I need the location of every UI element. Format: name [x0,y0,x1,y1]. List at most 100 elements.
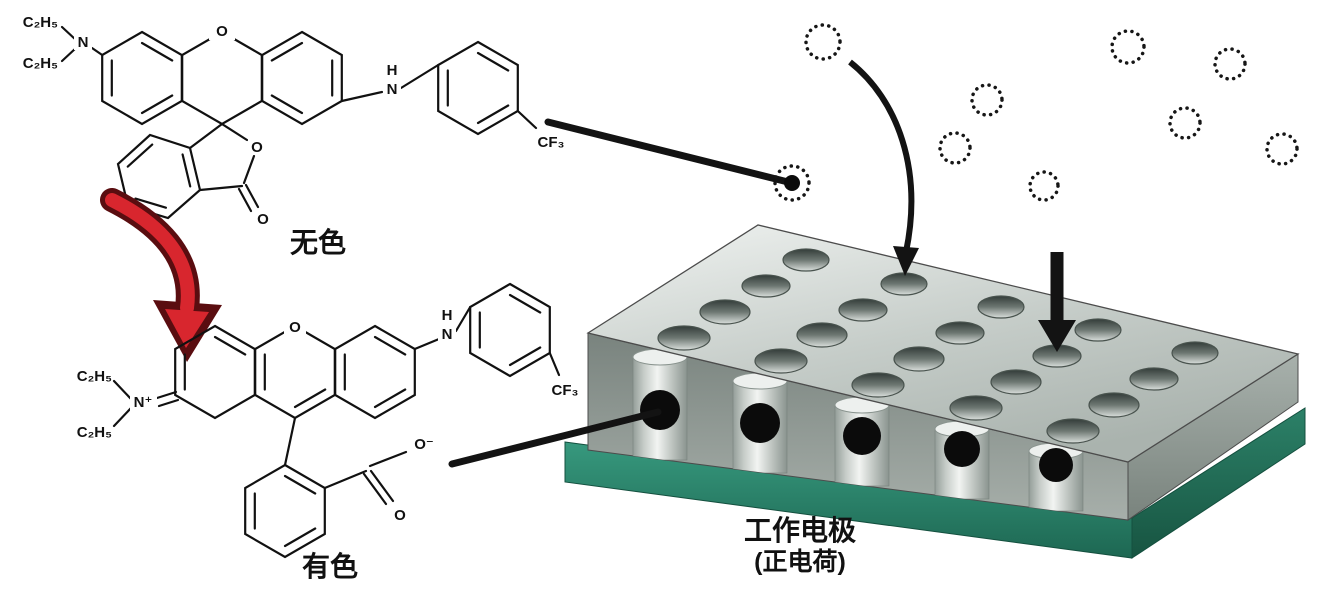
label-amine-n: N [78,34,89,51]
label-cf3: CF₃ [552,382,579,399]
open-form-labels: N⁺ C₂H₅ C₂H₅ O H N CF₃ O⁻ O 有色 [77,307,579,582]
closed-form-labels: N C₂H₅ C₂H₅ O H N CF₃ O O 无色 [23,14,565,258]
molecule-dotted-circle [1265,132,1299,166]
electrode-slab [586,224,1300,521]
label-ethyl-top: C₂H₅ [77,368,112,385]
pore-hole [657,325,711,351]
adsorbed-molecule-dot [1039,448,1073,482]
molecule-dotted-circle [1168,106,1202,140]
xanthene-middle-ring [254,324,336,420]
aniline-ring [469,282,551,378]
curved-arrow-shaft [848,59,915,253]
label-iminium-n: N⁺ [134,394,153,411]
open-form-caption: 有色 [302,550,358,582]
molecule-core-dot [784,175,800,191]
pore-hole [1074,318,1122,342]
label-nh-n: N [387,81,398,98]
pointer-closed-form [544,118,811,202]
aniline-ring [437,40,519,136]
molecule-dotted-circle [1110,29,1146,65]
iminium-double-bond [155,390,180,408]
label-ethyl-bottom: C₂H₅ [23,55,58,72]
pore-hole [893,346,945,372]
label-cf3: CF₃ [538,134,565,151]
xanthene-left-ring [101,30,183,126]
open-form-structure: N⁺ C₂H₅ C₂H₅ O H N CF₃ O⁻ O 有色 [77,282,579,582]
pore-hole [1088,392,1140,418]
pore-hole [851,372,905,398]
electrode-illustration: 工作电极 (正电荷) [448,23,1306,576]
xanthene-middle-ring [181,30,263,126]
pore-hole [699,299,751,325]
diethylamino-bonds [112,379,133,428]
pore-hole [796,322,848,348]
pore-hole [754,348,808,374]
pore-hole [1171,341,1219,365]
electrode-caption-line1: 工作电极 [744,515,856,546]
molecule-dotted-circle [1213,47,1247,81]
molecule-dotted-circle [938,131,972,165]
molecule-entry-curved-arrow [848,59,919,276]
adsorbed-molecules [640,390,1073,482]
pore-hole [1129,367,1179,391]
cf3-bond [516,109,538,130]
pore-hole [880,272,928,296]
nh-bridge-bonds [413,305,472,351]
pore-holes [657,248,1219,444]
xanthene-right-ring [261,30,343,126]
label-nh-h: H [442,307,453,324]
phthalide-inner-bonds [126,143,192,209]
pore-hole [741,274,791,298]
label-nh-n: N [442,326,453,343]
molecule-dotted-circle [773,164,811,202]
label-nh-h: H [387,62,398,79]
base-right-face [1131,407,1306,559]
lactone-ring-bonds [188,122,256,192]
aniline-inner-bonds [478,293,542,367]
transform-arrow-shaft [105,193,195,315]
nh-bridge-bonds [340,63,440,103]
floating-molecules [804,23,1299,202]
pore-hole [782,248,830,272]
xanthene-right-ring [334,324,416,420]
carboxylate-bonds [323,450,408,506]
pore-hole [935,321,985,345]
pointer-line [544,118,796,187]
closed-form-caption: 无色 [290,226,346,258]
aromatic-inner-bonds [110,41,334,115]
pore-hole [838,298,888,322]
pointer-open-form [448,408,662,468]
phenyl-link-bond [283,416,297,467]
label-ethyl-top: C₂H₅ [23,14,58,31]
adsorbed-molecule-dot [740,403,780,443]
label-xanthene-o: O [216,23,228,40]
label-ethyl-bottom: C₂H₅ [77,424,112,441]
label-carboxylate-o: O [394,507,406,524]
aniline-inner-bonds [446,51,510,125]
phenyl-inner-bonds [253,474,317,548]
curved-arrow-head [893,246,919,276]
carboxyphenyl-ring [244,463,326,559]
cf3-bond [548,351,561,377]
closed-form-structure: N C₂H₅ C₂H₅ O H N CF₃ O O 无色 [23,14,565,258]
straight-arrow-head [1038,320,1076,352]
molecule-dotted-circle [804,23,842,61]
molecule-entry-straight-arrow [1038,252,1076,352]
pore-hole [990,369,1042,395]
diethylamino-bonds [60,25,104,63]
pore-hole [949,395,1003,421]
electrode-caption-line2: (正电荷) [754,548,846,576]
adsorbed-molecule-dot [843,417,881,455]
label-carbonyl-o: O [257,211,269,228]
molecule-dotted-circle [1028,170,1060,202]
transform-arrow-head [165,309,209,348]
transform-arrow [100,188,222,362]
molecule-dotted-circle [970,83,1004,117]
adsorbed-molecule-dot [944,431,980,467]
pore-hole [1046,418,1100,444]
carbonyl-double-bond [237,183,260,213]
label-lactone-o: O [251,139,263,156]
label-xanthene-o: O [289,319,301,336]
